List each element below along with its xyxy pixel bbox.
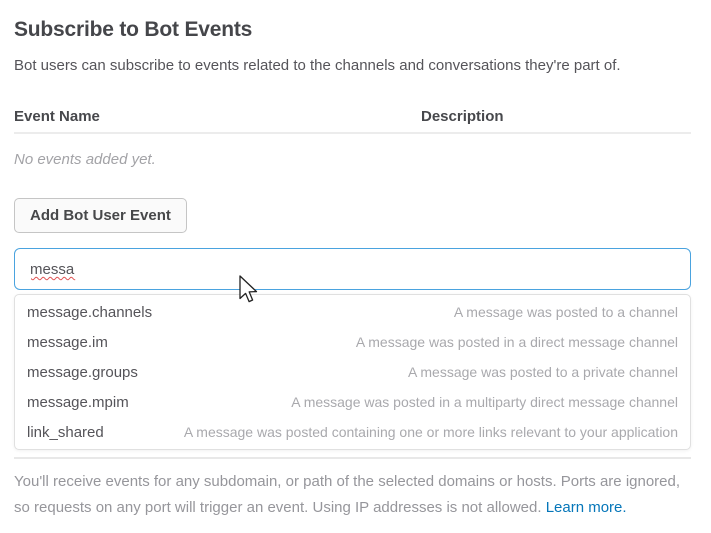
event-search-wrap: messa [14,248,691,290]
event-suggestion-row[interactable]: message.mpim A message was posted in a m… [15,387,690,417]
page-title: Subscribe to Bot Events [14,18,253,41]
column-header-event-name: Event Name [14,108,100,125]
event-suggestion-description: A message was posted in a direct message… [355,334,678,350]
subscribe-bot-events-section: Subscribe to Bot Events Bot users can su… [0,16,711,533]
footer-note-text: You'll receive events for any subdomain,… [14,473,681,516]
events-table-header: Event Name Description [14,108,691,125]
learn-more-link[interactable]: Learn more. [545,499,627,516]
event-search-input[interactable] [14,248,691,290]
event-suggestion-description: A message was posted to a private channe… [407,364,678,380]
event-suggestion-description: A message was posted containing one or m… [183,424,678,440]
event-suggestion-row[interactable]: message.im A message was posted in a dir… [15,327,690,357]
event-suggestion-description: A message was posted to a channel [453,304,678,320]
section-divider [14,457,691,459]
event-suggestion-name: message.mpim [27,393,129,411]
event-suggestion-row[interactable]: message.groups A message was posted to a… [15,357,690,387]
event-suggestion-row[interactable]: link_shared A message was posted contain… [15,417,690,447]
column-header-description: Description [421,108,504,125]
event-suggestion-name: message.groups [27,363,138,381]
event-suggestion-name: link_shared [27,423,104,441]
page-subtitle: Bot users can subscribe to events relate… [14,57,621,74]
event-suggestion-name: message.channels [27,303,153,321]
footer-note: You'll receive events for any subdomain,… [14,469,686,521]
table-header-divider [14,132,691,134]
add-bot-user-event-button[interactable]: Add Bot User Event [14,198,187,233]
event-suggestion-list: message.channels A message was posted to… [14,294,691,450]
empty-events-message: No events added yet. [14,151,156,168]
event-suggestion-description: A message was posted in a multiparty dir… [291,394,678,410]
event-suggestion-name: message.im [27,333,108,351]
event-suggestion-row[interactable]: message.channels A message was posted to… [15,297,690,327]
